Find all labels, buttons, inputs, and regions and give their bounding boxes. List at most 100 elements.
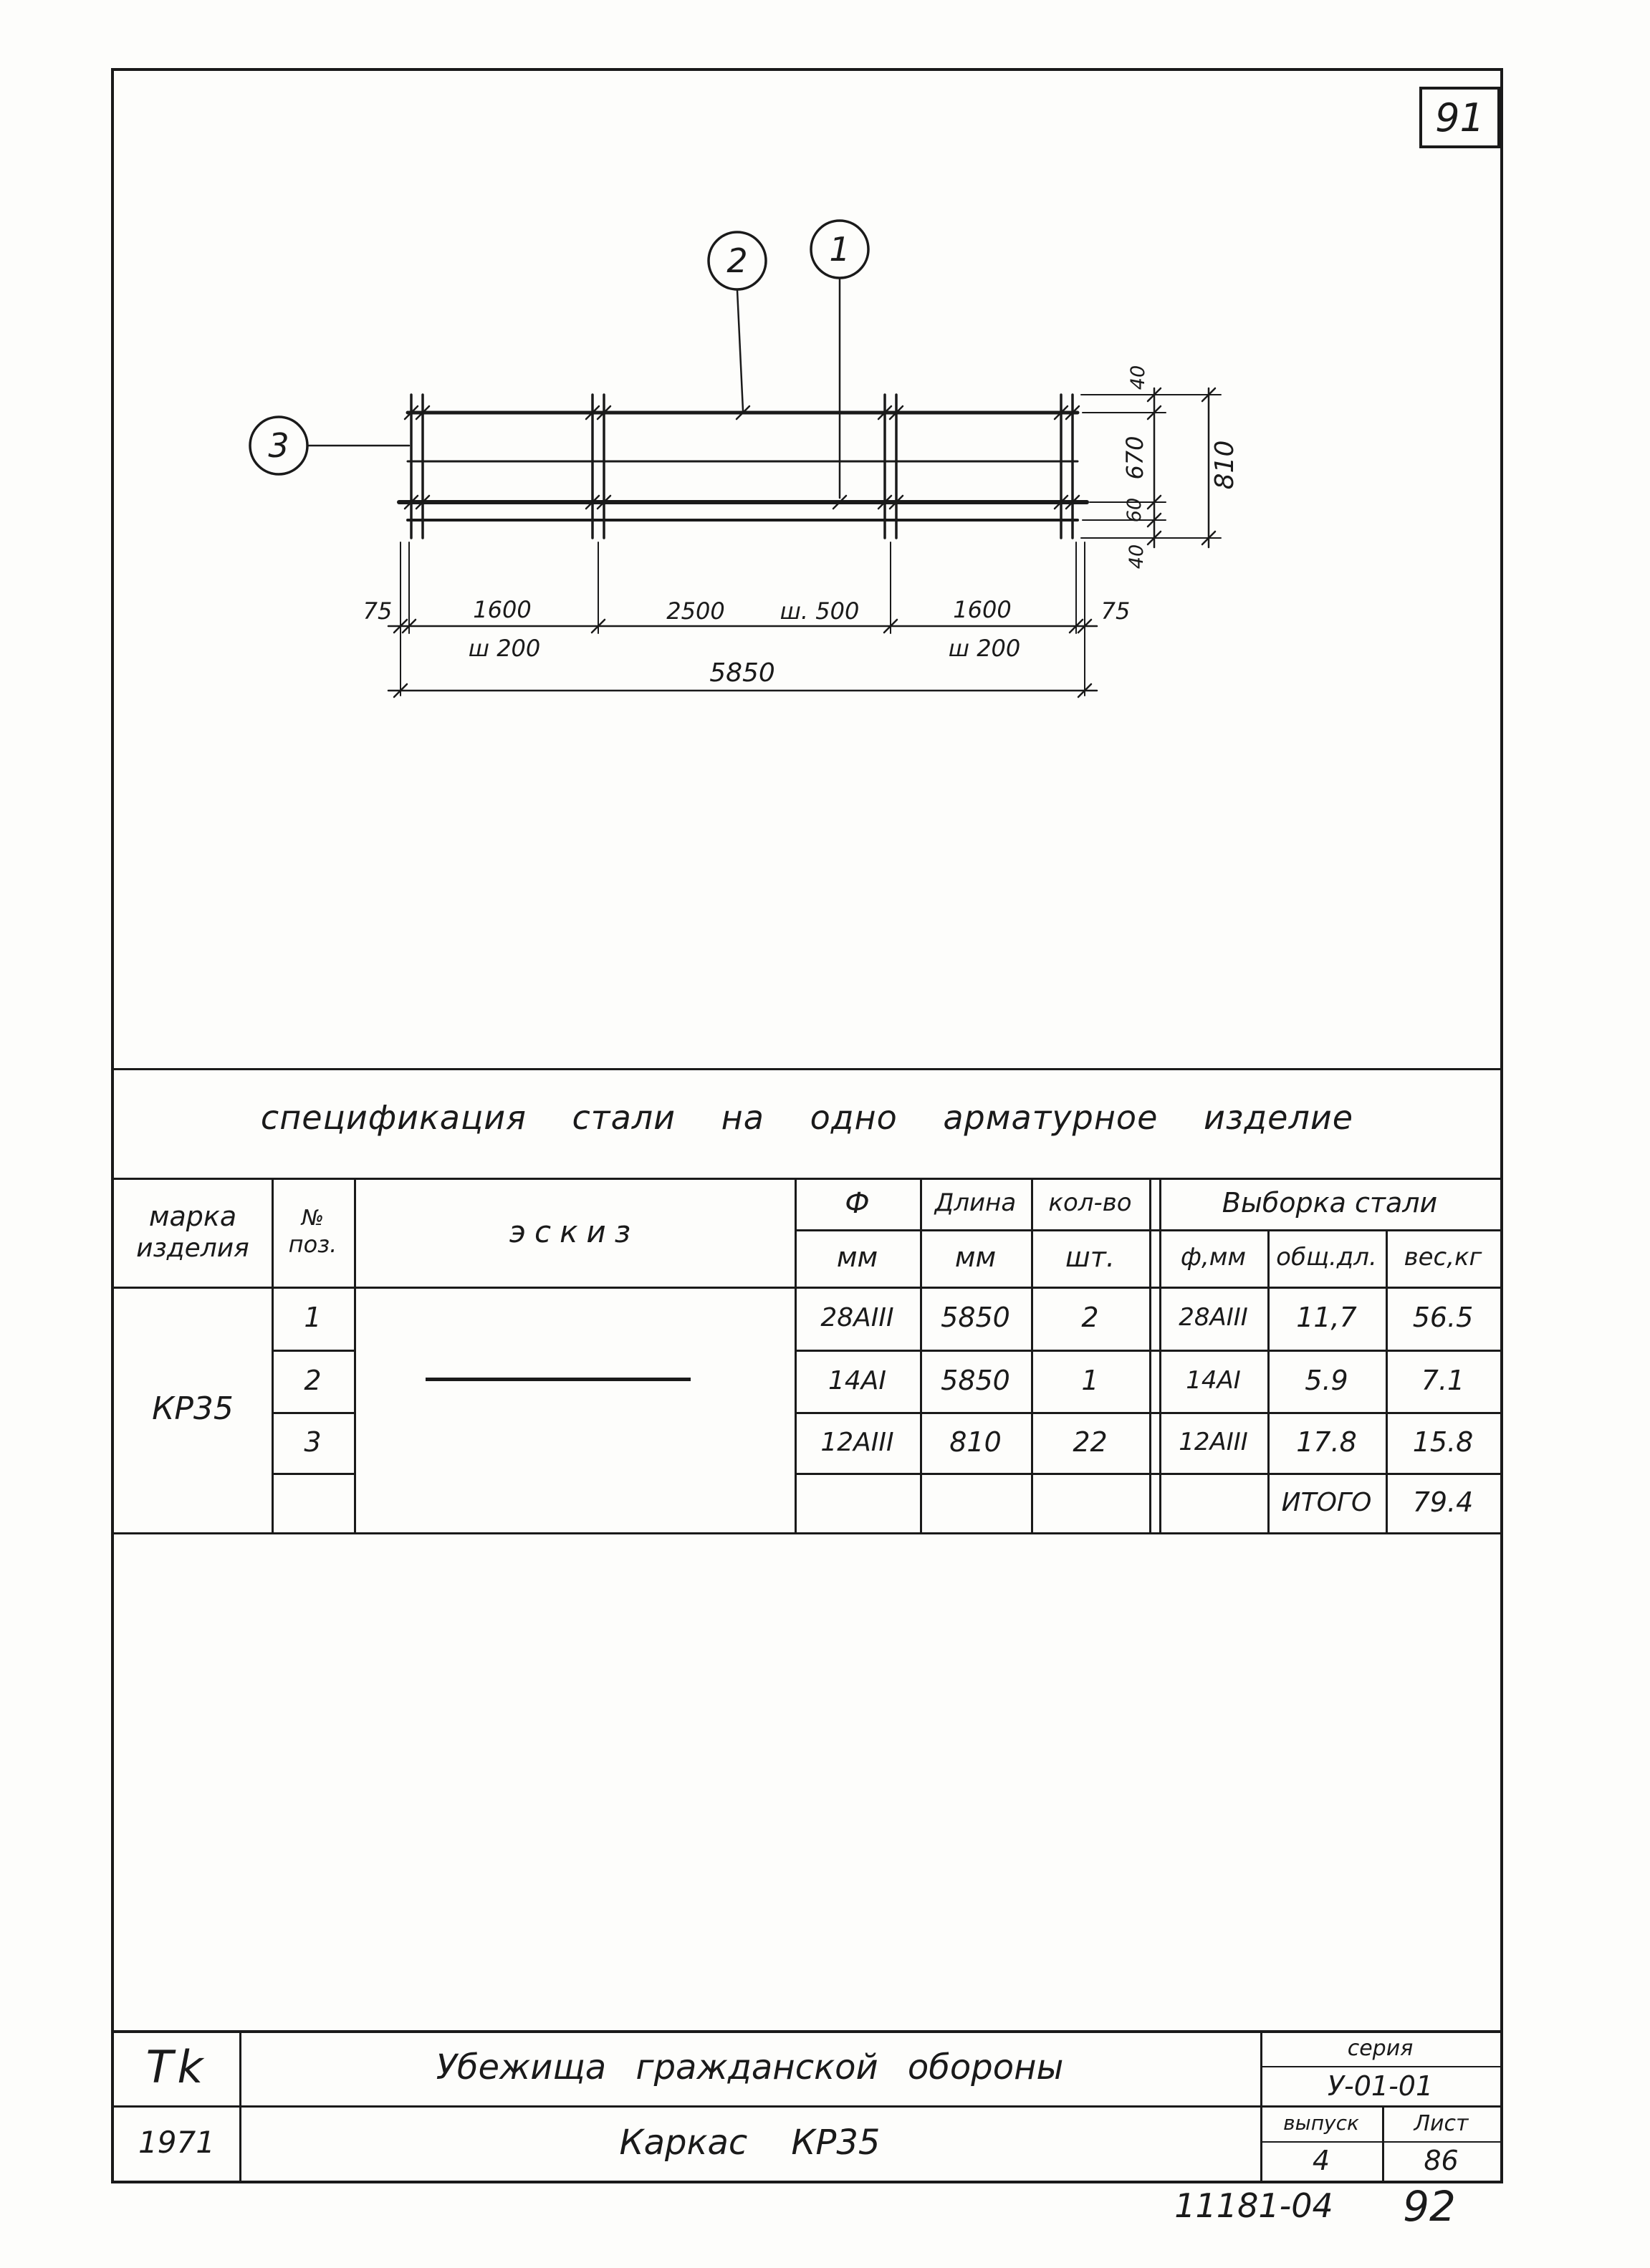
series-label: серия xyxy=(1347,2035,1414,2061)
dim-right-main: 670 xyxy=(1121,436,1148,479)
spec-header-dia-unit: мм xyxy=(836,1241,878,1274)
spec-cell-dia: 28АIII xyxy=(820,1303,894,1333)
spec-cell-vlen: 5.9 xyxy=(1305,1364,1348,1396)
spec-cell-pos: 2 xyxy=(304,1364,322,1396)
spec-cell-vweight: 15.8 xyxy=(1412,1426,1474,1458)
spec-cell-len: 810 xyxy=(949,1426,1002,1458)
callout-1-label: 1 xyxy=(829,230,850,269)
footer-page-number: 92 xyxy=(1403,2182,1456,2231)
list-value: 86 xyxy=(1424,2144,1459,2176)
dim-right-gap: 60 xyxy=(1123,498,1146,522)
callout-2-label: 2 xyxy=(726,241,747,280)
spec-header-pos-line2: поз. xyxy=(288,1231,337,1259)
spec-title: спецификация стали на одно арматурное из… xyxy=(260,1098,1354,1137)
grid-line xyxy=(795,1350,1500,1352)
dim-bottom-right-margin: 75 xyxy=(1101,597,1131,625)
titleblock-line xyxy=(114,2105,1500,2108)
grid-line xyxy=(795,1412,1500,1414)
spec-header-eskiz: эскиз xyxy=(509,1214,640,1249)
spec-cell-vweight: 7.1 xyxy=(1421,1364,1465,1396)
dim-right-overall: 810 xyxy=(1210,441,1239,490)
spec-subheader-dia: ф,мм xyxy=(1180,1243,1247,1272)
sheet-frame: 2 1 3 40 670 60 40 810 75 1600 2500 ш. 5… xyxy=(111,68,1503,2183)
spec-cell-vdia: 12АIII xyxy=(1179,1427,1248,1456)
grid-line xyxy=(795,1178,797,1532)
grid-line xyxy=(354,1178,356,1532)
grid-line xyxy=(114,1532,1500,1534)
grid-line xyxy=(272,1473,354,1475)
spec-cell-qty: 1 xyxy=(1081,1364,1099,1396)
spec-total-label: ИТОГО xyxy=(1281,1487,1372,1517)
dim-bottom-step-mid: ш. 500 xyxy=(780,597,860,625)
document-code: 11181-04 xyxy=(1174,2186,1333,2225)
grid-line xyxy=(795,1473,1500,1475)
spec-header-len: Длина xyxy=(934,1188,1017,1218)
org-stamp: Тk xyxy=(145,2041,208,2094)
spec-header-vyborka: Выборка стали xyxy=(1222,1187,1438,1219)
spec-cell-dia: 12АIII xyxy=(820,1427,894,1457)
spec-marka-value: КР35 xyxy=(152,1390,234,1428)
titleblock-line xyxy=(1260,2141,1500,2143)
section-divider xyxy=(114,1068,1500,1070)
titleblock-line xyxy=(239,2030,241,2181)
grid-line xyxy=(1386,1229,1388,1532)
series-value: У-01-01 xyxy=(1327,2070,1434,2102)
spec-cell-vweight: 56.5 xyxy=(1412,1302,1474,1334)
dim-right-top-cover: 40 xyxy=(1127,365,1149,390)
dim-bottom-step-left: ш 200 xyxy=(469,635,541,662)
spec-cell-vlen: 11,7 xyxy=(1296,1302,1357,1334)
dim-bottom-overall: 5850 xyxy=(709,658,775,688)
spec-cell-vdia: 28АIII xyxy=(1179,1303,1248,1332)
spec-header-dia: Ф xyxy=(845,1187,870,1220)
grid-line xyxy=(272,1412,354,1414)
eskiz-sketch-line xyxy=(426,1378,691,1381)
grid-line xyxy=(795,1229,1500,1231)
spec-cell-qty: 22 xyxy=(1073,1426,1108,1458)
rebar-cage-drawing: 2 1 3 40 670 60 40 810 75 1600 2500 ш. 5… xyxy=(249,219,1239,698)
grid-line xyxy=(1031,1178,1033,1532)
dim-bottom-span-mid: 2500 xyxy=(666,597,724,625)
spec-header-marka-line1: марка xyxy=(148,1200,237,1232)
grid-line xyxy=(272,1350,354,1352)
dim-bottom-step-right: ш 200 xyxy=(949,635,1021,662)
spec-header-marka: марка изделия xyxy=(114,1178,272,1287)
callout-3-label: 3 xyxy=(268,426,289,465)
spec-header-pos: № поз. xyxy=(272,1178,354,1287)
spec-cell-len: 5850 xyxy=(941,1302,1010,1334)
list-label: Лист xyxy=(1414,2110,1469,2136)
titleblock-line xyxy=(1382,2105,1384,2181)
spec-subheader-len: общ.дл. xyxy=(1276,1243,1377,1272)
grid-line xyxy=(1149,1178,1151,1532)
spec-header-pos-line1: № xyxy=(301,1206,325,1231)
titleblock-line xyxy=(1260,2066,1500,2067)
issue-value: 4 xyxy=(1312,2144,1330,2176)
dimension-labels: 2 1 3 40 670 60 40 810 75 1600 2500 ш. 5… xyxy=(268,230,1239,688)
spec-subheader-weight: вес,кг xyxy=(1404,1243,1482,1272)
spec-header-qty: кол-во xyxy=(1048,1188,1132,1218)
dim-right-bottom-cover: 40 xyxy=(1126,544,1148,569)
spec-cell-pos: 1 xyxy=(304,1302,322,1334)
spec-cell-pos: 3 xyxy=(304,1426,322,1458)
grid-line xyxy=(920,1178,922,1532)
project-title: Убежища гражданской обороны xyxy=(436,2047,1064,2088)
sheet-number: 91 xyxy=(1435,95,1484,140)
grid-line xyxy=(114,1178,1500,1180)
grid-line xyxy=(114,1287,1500,1289)
item-title: Каркас КР35 xyxy=(619,2123,881,2163)
spec-header-len-unit: мм xyxy=(954,1241,997,1274)
spec-cell-vlen: 17.8 xyxy=(1296,1426,1357,1458)
spec-cell-qty: 2 xyxy=(1081,1302,1099,1334)
spec-header-qty-unit: шт. xyxy=(1065,1241,1115,1274)
grid-line xyxy=(1267,1229,1270,1532)
titleblock-line xyxy=(114,2030,1500,2033)
sheet-number-box: 91 xyxy=(1419,87,1500,148)
spec-cell-len: 5850 xyxy=(941,1364,1010,1396)
year-label: 1971 xyxy=(138,2125,215,2161)
issue-label: выпуск xyxy=(1283,2110,1359,2135)
dim-bottom-span-left: 1600 xyxy=(473,596,531,623)
dim-bottom-span-right: 1600 xyxy=(953,596,1011,623)
spec-total-value: 79.4 xyxy=(1412,1486,1474,1518)
grid-line xyxy=(272,1178,274,1532)
titleblock-line xyxy=(1260,2030,1262,2181)
